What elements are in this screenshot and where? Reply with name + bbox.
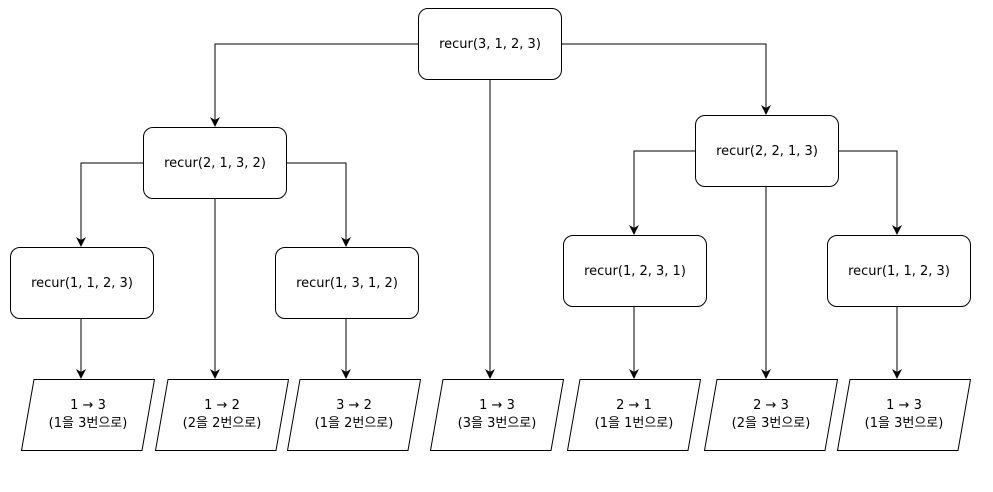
move-node: 3 → 2 (1을 2번으로) (286, 379, 422, 451)
edge-left-to-left-right (287, 162, 351, 247)
move-label: 2 → 1 (616, 398, 652, 413)
call-node-right-left: recur(1, 2, 3, 1) (563, 235, 707, 307)
call-node-label: recur(2, 2, 1, 3) (716, 143, 818, 159)
edge-right-to-right-left (629, 150, 695, 235)
call-node-label: recur(1, 1, 2, 3) (31, 275, 133, 291)
parallelogram-shape (20, 379, 156, 451)
move-label: 1 → 3 (886, 398, 922, 413)
move-description: (1을 1번으로) (594, 416, 674, 431)
move-node: 2 → 3 (2을 3번으로) (703, 379, 839, 451)
call-node-right: recur(2, 2, 1, 3) (695, 115, 839, 187)
parallelogram-shape (154, 379, 290, 451)
edge-right-to-right-right (838, 150, 902, 235)
move-node: 2 → 1 (1을 1번으로) (566, 379, 702, 451)
call-node-root: recur(3, 1, 2, 3) (418, 8, 562, 80)
move-description: (3을 3번으로) (457, 416, 537, 431)
move-label: 1 → 3 (70, 398, 106, 413)
move-node: 1 → 2 (2을 2번으로) (154, 379, 290, 451)
edge-root-to-left (210, 43, 418, 127)
parallelogram-shape (286, 379, 422, 451)
call-node-right-right: recur(1, 1, 2, 3) (827, 235, 971, 307)
call-node-label: recur(2, 1, 3, 2) (164, 155, 266, 171)
move-description: (1을 3번으로) (48, 416, 128, 431)
call-node-label: recur(1, 3, 1, 2) (296, 275, 398, 291)
move-description: (2을 2번으로) (182, 416, 262, 431)
call-node-left-right: recur(1, 3, 1, 2) (275, 247, 419, 319)
call-node-left: recur(2, 1, 3, 2) (143, 127, 287, 199)
parallelogram-shape (429, 379, 565, 451)
move-node: 1 → 3 (3을 3번으로) (429, 379, 565, 451)
call-node-label: recur(1, 1, 2, 3) (848, 263, 950, 279)
move-label: 3 → 2 (336, 398, 372, 413)
edge-root-to-right (562, 43, 771, 115)
parallelogram-shape (836, 379, 972, 451)
move-label: 1 → 3 (479, 398, 515, 413)
call-node-label: recur(3, 1, 2, 3) (439, 36, 541, 52)
move-description: (1을 3번으로) (864, 416, 944, 431)
parallelogram-shape (566, 379, 702, 451)
move-node: 1 → 3 (1을 3번으로) (20, 379, 156, 451)
move-description: (1을 2번으로) (314, 416, 394, 431)
move-label: 1 → 2 (204, 398, 240, 413)
parallelogram-shape (703, 379, 839, 451)
edge-left-to-left-left (76, 162, 143, 247)
move-description: (2을 3번으로) (731, 416, 811, 431)
move-label: 2 → 3 (753, 398, 789, 413)
move-node: 1 → 3 (1을 3번으로) (836, 379, 972, 451)
call-node-left-left: recur(1, 1, 2, 3) (10, 247, 154, 319)
call-node-label: recur(1, 2, 3, 1) (584, 263, 686, 279)
